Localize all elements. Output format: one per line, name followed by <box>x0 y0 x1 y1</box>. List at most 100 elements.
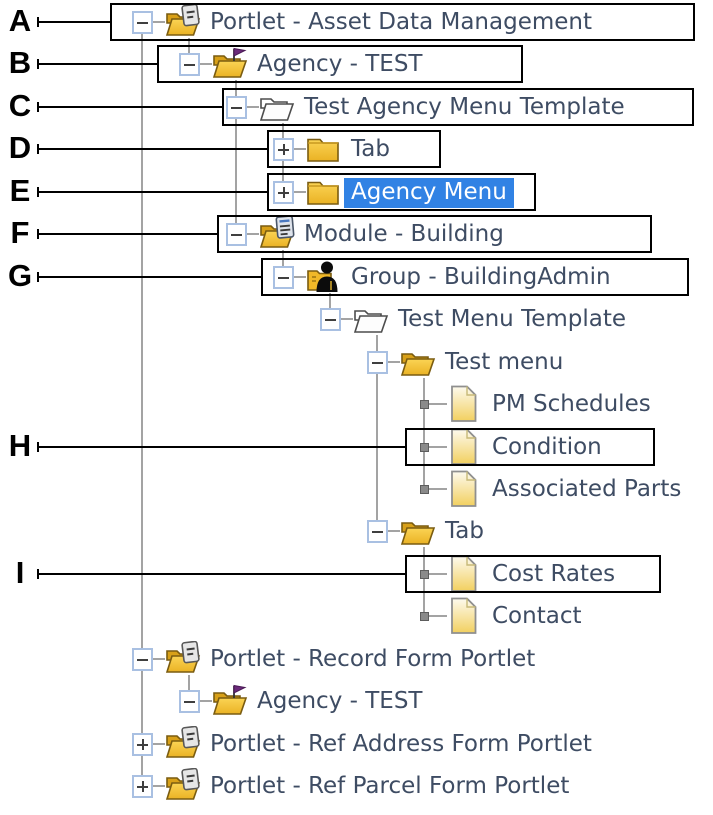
expand-toggle[interactable] <box>273 138 294 161</box>
tree-branch-line <box>423 378 425 489</box>
tree-connector-line <box>152 785 165 787</box>
module-icon <box>257 216 297 252</box>
collapse-toggle[interactable] <box>226 96 247 119</box>
agency-flag-icon <box>210 683 250 719</box>
callout-letter-F: F <box>10 215 30 250</box>
callout-letter-D: D <box>8 130 32 165</box>
collapse-toggle[interactable] <box>367 520 388 543</box>
page-icon <box>447 597 481 635</box>
callout-line-D <box>38 148 267 150</box>
expand-toggle[interactable] <box>132 775 153 798</box>
collapse-toggle[interactable] <box>273 266 294 289</box>
callout-line-H <box>38 446 405 448</box>
page-icon <box>447 555 481 593</box>
tree-connector-line <box>387 361 400 363</box>
tree-node-label[interactable]: Contact <box>492 603 582 629</box>
tree-node-label[interactable]: Portlet - Record Form Portlet <box>210 646 536 672</box>
tree-node-label[interactable]: Agency - TEST <box>257 688 423 714</box>
tree-node-label[interactable]: Test menu <box>445 349 564 375</box>
tree-node-label[interactable]: Portlet - Asset Data Management <box>210 9 592 35</box>
leaf-bullet <box>420 612 429 621</box>
callout-letter-H: H <box>8 428 32 463</box>
page-icon <box>447 385 481 423</box>
callout-letter-G: G <box>7 258 33 293</box>
tree-connector-line <box>152 743 165 745</box>
callout-line-tick <box>37 229 39 239</box>
tree-branch-line <box>329 293 331 319</box>
collapse-toggle[interactable] <box>320 308 341 331</box>
callout-line-F <box>38 233 217 235</box>
tree-branch-line <box>188 38 190 64</box>
leaf-bullet <box>420 485 429 494</box>
callout-letter-I: I <box>15 555 25 590</box>
callout-line-tick <box>37 102 39 112</box>
callout-line-E <box>38 191 267 193</box>
callout-line-A <box>38 21 110 23</box>
tree-connector-line <box>424 615 447 617</box>
closed-folder-icon <box>304 131 344 167</box>
tree-connector-line <box>424 573 447 575</box>
open-folder-icon <box>398 344 438 380</box>
tree-node-label[interactable]: Tab <box>445 518 484 544</box>
template-folder-icon <box>257 89 297 125</box>
leaf-bullet <box>420 400 429 409</box>
open-folder-icon <box>398 513 438 549</box>
tree-branch-line <box>423 547 425 616</box>
portlet-icon <box>163 726 203 762</box>
collapse-toggle[interactable] <box>226 223 247 246</box>
tree-node-label[interactable]: Condition <box>492 434 602 460</box>
collapse-toggle[interactable] <box>132 11 153 34</box>
tree-branch-line <box>376 335 378 531</box>
tree-connector-line <box>387 530 400 532</box>
portlet-icon <box>163 4 203 40</box>
tree-branch-line <box>188 675 190 701</box>
tree-connector-line <box>199 63 212 65</box>
tree-node-label[interactable]: Test Menu Template <box>398 306 627 332</box>
template-folder-icon <box>351 301 391 337</box>
tree-connector-line <box>424 488 447 490</box>
tree-node-label[interactable]: Agency Menu <box>344 178 514 208</box>
expand-toggle[interactable] <box>132 733 153 756</box>
callout-letter-A: A <box>8 3 32 38</box>
tree-branch-line <box>282 250 284 277</box>
tree-node-label[interactable]: Associated Parts <box>492 476 682 502</box>
callout-line-tick <box>37 442 39 452</box>
tree-connector-line <box>152 21 165 23</box>
tree-node-label[interactable]: Portlet - Ref Parcel Form Portlet <box>210 773 570 799</box>
tree-connector-line <box>152 658 165 660</box>
tree-connector-line <box>424 446 447 448</box>
tree-node-label[interactable]: Tab <box>351 136 390 162</box>
collapse-toggle[interactable] <box>367 351 388 374</box>
tree-node-label[interactable]: Module - Building <box>304 221 504 247</box>
callout-line-I <box>38 573 405 575</box>
collapse-toggle[interactable] <box>179 53 200 76</box>
leaf-bullet <box>420 443 429 452</box>
page-icon <box>447 470 481 508</box>
callout-line-tick <box>37 59 39 69</box>
agency-flag-icon <box>210 46 250 82</box>
callout-line-G <box>38 276 261 278</box>
callout-letter-B: B <box>8 45 32 80</box>
tree-branch-line <box>235 80 237 234</box>
tree-node-label[interactable]: Agency - TEST <box>257 51 423 77</box>
tree-node-label[interactable]: Portlet - Ref Address Form Portlet <box>210 731 592 757</box>
callout-line-tick <box>37 187 39 197</box>
collapse-toggle[interactable] <box>179 690 200 713</box>
tree-node-label[interactable]: Test Agency Menu Template <box>304 94 625 120</box>
expand-toggle[interactable] <box>273 181 294 204</box>
closed-folder-icon <box>304 174 344 210</box>
portlet-icon <box>163 768 203 804</box>
tree-node-label[interactable]: PM Schedules <box>492 391 651 417</box>
tree-connector-line <box>246 106 259 108</box>
tree-trunk-line <box>141 22 143 786</box>
tree-node-label[interactable]: Cost Rates <box>492 561 616 587</box>
tree-node-label[interactable]: Group - BuildingAdmin <box>351 264 611 290</box>
tree-connector-line <box>340 318 353 320</box>
tree-connector-line <box>246 233 259 235</box>
callout-line-tick <box>37 17 39 27</box>
group-person-icon <box>304 259 344 295</box>
tree-connector-line <box>293 191 306 193</box>
portlet-icon <box>163 641 203 677</box>
collapse-toggle[interactable] <box>132 648 153 671</box>
